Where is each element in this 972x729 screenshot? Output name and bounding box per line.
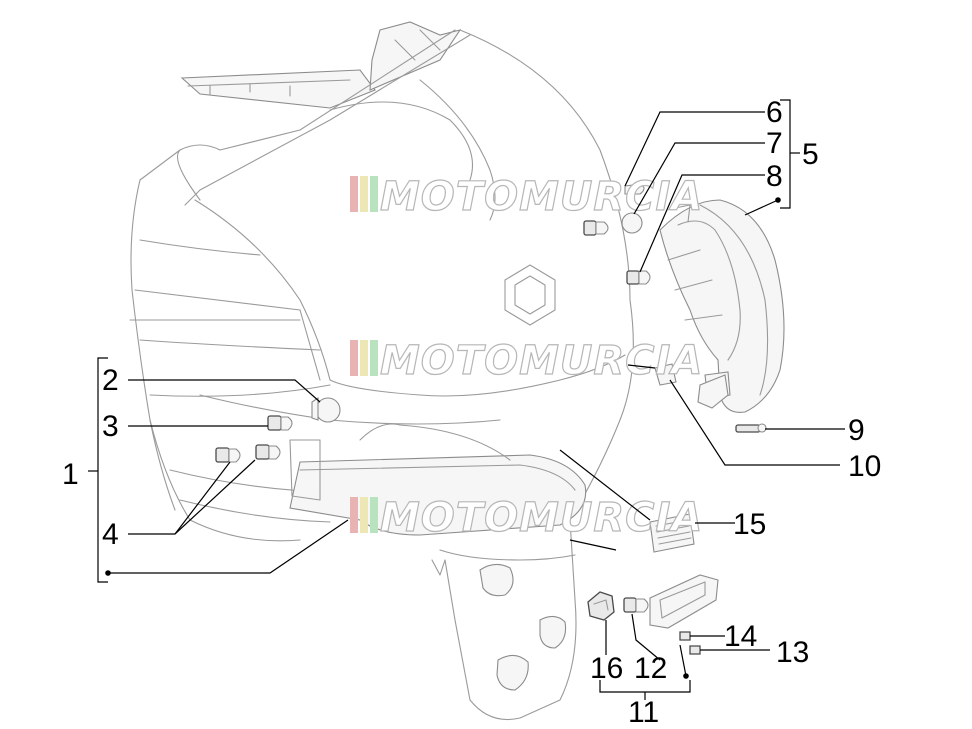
bulb-3 xyxy=(267,415,293,431)
watermark-text-1: MOTOMURCIA xyxy=(380,174,703,220)
bulb-7 xyxy=(621,212,643,234)
screw-14 xyxy=(679,631,691,641)
callout-1: 1 xyxy=(62,458,79,491)
callout-13: 13 xyxy=(776,636,809,669)
bulb-6 xyxy=(624,183,645,195)
leader-lines xyxy=(88,99,845,700)
plate-light-11 xyxy=(649,574,719,629)
watermark-text-2: MOTOMURCIA xyxy=(380,338,703,384)
bulb-12 xyxy=(623,597,649,613)
bulb-8 xyxy=(626,270,651,285)
bracket-10 xyxy=(654,363,729,409)
socket-16 xyxy=(587,591,615,621)
callout-10: 10 xyxy=(848,450,881,483)
callout-2: 2 xyxy=(102,364,119,397)
callout-12: 12 xyxy=(634,652,667,685)
callout-5: 5 xyxy=(802,138,819,171)
callout-14: 14 xyxy=(724,620,757,653)
callout-16: 16 xyxy=(590,652,623,685)
callout-4: 4 xyxy=(102,518,119,551)
watermark-text-3: MOTOMURCIA xyxy=(380,495,703,541)
reflector-15 xyxy=(649,513,695,553)
callout-7: 7 xyxy=(766,127,783,160)
watermark-logo: MOTOMURCIA MOTOMURCIA MOTOMURCIA xyxy=(350,173,703,542)
callout-labels: 1 2 3 4 5 6 7 8 9 10 11 12 13 14 15 16 xyxy=(62,96,881,729)
callout-8: 8 xyxy=(766,160,783,193)
callout-15: 15 xyxy=(733,508,766,541)
tail-light-assembly xyxy=(659,199,785,413)
callout-11: 11 xyxy=(628,696,659,729)
bulb-2 xyxy=(311,396,341,423)
callout-6: 6 xyxy=(766,96,783,129)
callout-9: 9 xyxy=(848,414,865,447)
rear-body-fairing xyxy=(129,21,634,721)
bulb-4 xyxy=(215,444,281,463)
bulb-socket-upper xyxy=(583,220,609,236)
screw-9 xyxy=(735,423,767,433)
callout-3: 3 xyxy=(102,410,119,443)
